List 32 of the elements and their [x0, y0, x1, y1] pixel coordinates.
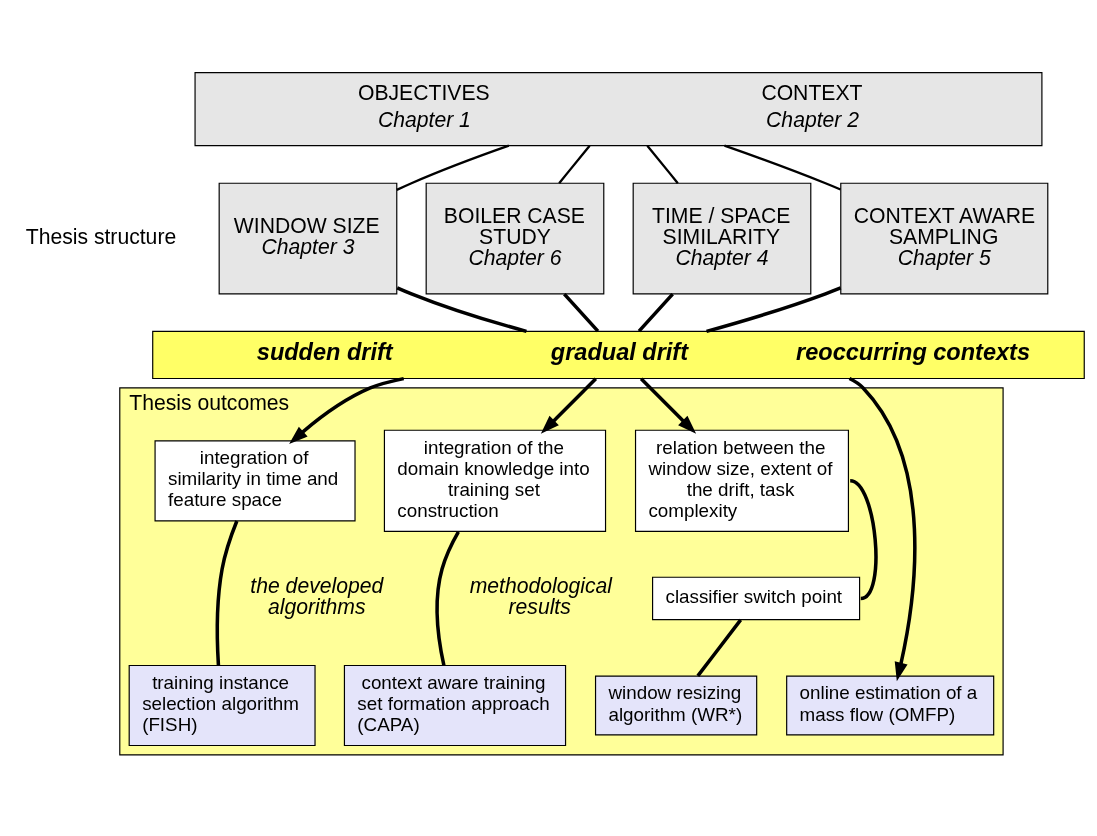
node-box: relation between the window size, extent of the drift, task complexity — [634, 429, 849, 532]
node-box: training instance selection algorithm (FISH) — [128, 664, 316, 746]
connector — [724, 144, 841, 191]
connector — [435, 530, 460, 666]
connector — [396, 285, 527, 333]
arrow — [540, 377, 598, 434]
arrow — [639, 377, 697, 434]
connector — [696, 618, 743, 677]
label: the developed algorithms — [250, 573, 384, 618]
connector — [637, 292, 674, 332]
connector — [396, 144, 510, 191]
node-box: OBJECTIVES CONTEXT Chapter 1 Chapter 2 — [194, 71, 1043, 146]
node-box: TIME / SPACE SIMILARITY Chapter 4 — [632, 182, 812, 294]
label: Thesis structure — [25, 224, 177, 248]
connector — [215, 519, 239, 665]
label: methodological results — [469, 573, 613, 618]
node-box: window resizing algorithm (WR*) — [594, 675, 758, 735]
connector — [563, 292, 600, 332]
node-box: BOILER CASE STUDY Chapter 6 — [425, 182, 605, 294]
arrow — [848, 376, 917, 681]
node-box: sudden drift gradual drift reoccurring contexts — [152, 330, 1085, 379]
connector — [849, 478, 878, 600]
connector — [558, 144, 591, 184]
node-box: integration of similarity in time and feature space — [154, 439, 356, 521]
node-box: WINDOW SIZE Chapter 3 — [218, 182, 398, 294]
node-box: CONTEXT AWARE SAMPLING Chapter 5 — [840, 182, 1049, 294]
node-box: online estimation of a mass flow (OMFP) — [786, 675, 995, 735]
node-box: integration of the domain knowledge into training set construction — [383, 429, 607, 532]
node-box: context aware training set formation approach (CAPA) — [343, 664, 567, 746]
connector — [706, 285, 842, 333]
connector — [646, 144, 679, 184]
node-box: classifier switch point — [652, 576, 861, 620]
